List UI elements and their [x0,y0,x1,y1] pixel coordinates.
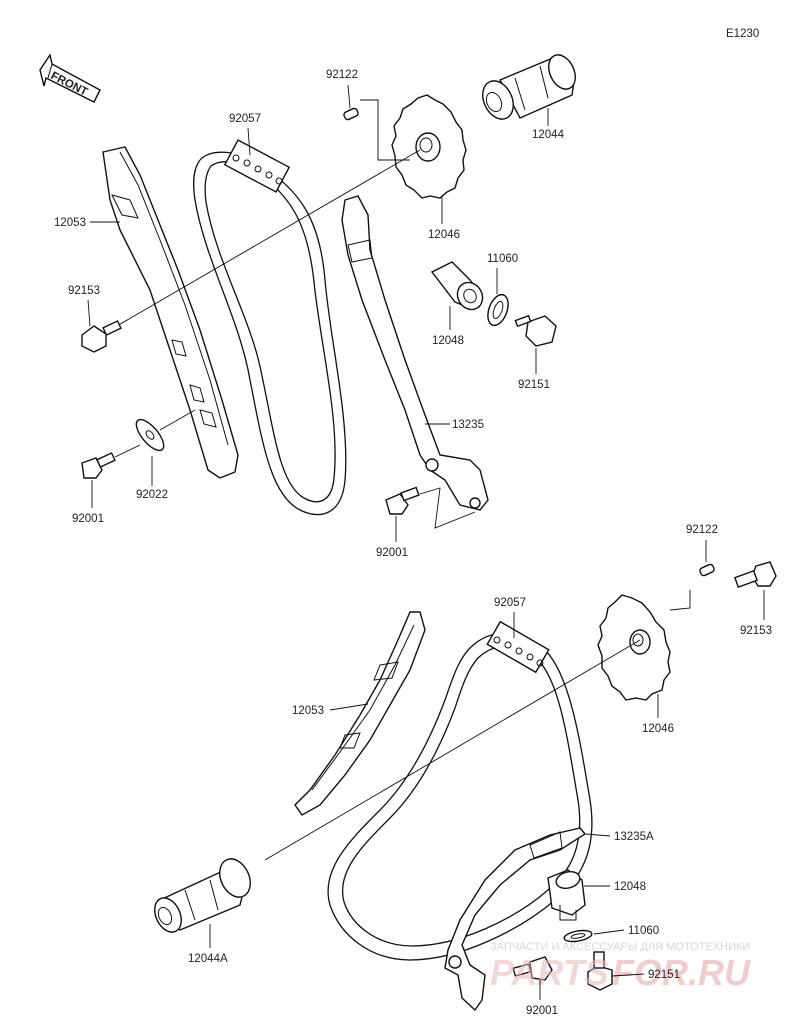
callout-label-12044A: 12044A [188,953,228,965]
callout-label-92001: 92001 [376,547,408,559]
watermark-brand-left: PARTS [490,952,609,993]
watermark-brand-right: FOR.RU [612,952,751,993]
watermark: ЗАПЧАСТИ И АКСЕССУАРЫ ДЛЯ МОТОТЕХНИКИ PA… [490,941,751,993]
callout-label-11060: 11060 [487,253,518,265]
callout-label-92057: 92057 [229,113,261,125]
callout-label-92122: 92122 [686,524,718,536]
callout-leader-92153 [87,299,91,327]
chain-links-bottom [486,620,550,674]
callout-leader-92057 [247,127,251,156]
callouts-top: 92122 12044 92057 12053 12046 11060 92153 12048… [54,69,565,559]
callout-leader-13235A [584,833,611,837]
dowel-pin-92122-bottom [699,563,715,577]
camshaft-12044A-bottom [154,858,251,933]
washer-92022 [135,418,165,452]
cam-sprocket-12046-top [391,94,467,199]
cam-chain-92057-top [193,139,347,516]
callouts-bottom: 92122 92057 92153 12053 12046 13235A 12048 1106… [188,524,772,1017]
callout-leader-12053 [329,703,369,711]
callout-label-92153: 92153 [68,285,100,297]
callout-leader-11060 [593,929,625,935]
callout-label-13235: 13235 [452,419,484,431]
callout-label-92001: 92001 [526,1005,558,1017]
axis-line-bottom [264,639,641,861]
callout-label-12053: 12053 [292,705,324,717]
bolt-92153-bottom [733,561,777,589]
callout-label-12046: 12046 [642,723,674,735]
callout-label-12048: 12048 [614,881,646,893]
gasket-11060-top [487,293,509,327]
bolt-92001-leader-a [114,444,141,458]
callout-label-12053: 12053 [54,217,86,229]
bolt-92001-bottom [512,956,553,981]
gasket-11060-bottom [563,929,593,943]
bolt-92001-top-center [385,486,420,515]
axis-line-top [109,149,421,331]
bolt-92151-top [514,314,557,347]
chain-links-top [223,139,291,193]
front-arrow-icon: FRONT [39,53,101,103]
camshaft-12044-top [482,54,576,120]
callout-leader-92151 [611,973,645,977]
bolt-92151-bottom [587,951,613,991]
chain-tensioner-12048-bottom [547,869,586,921]
pin-leader-bottom [669,590,691,611]
pin-leader-top [360,99,410,161]
cam-sprocket-12046-bottom [597,594,671,701]
callout-label-11060: 11060 [628,925,659,937]
chain-tensioner-12048-top [430,261,484,311]
chain-guide-12053-top [102,146,239,479]
cam-chain-92057-bottom [327,620,593,961]
bolt-92153-top [81,320,122,353]
callout-leader-92122 [347,84,351,109]
callout-label-12046: 12046 [428,229,460,241]
callout-label-92057: 92057 [494,597,526,609]
bolt-92001-top-left [81,452,116,479]
chain-guide-12053-bottom [294,611,426,816]
tensioner-guide-13235A-bottom [444,827,587,1012]
callout-label-92151: 92151 [518,379,550,391]
diagram-code: E1230 [726,28,759,40]
bolt-92001-leader-b [419,487,476,529]
dowel-pin-92122-top [343,107,359,121]
callout-label-92151: 92151 [648,969,680,981]
callout-label-12048: 12048 [432,335,464,347]
tensioner-guide-13235-top [341,195,489,511]
callout-label-92122: 92122 [326,69,358,81]
washer-leader [159,409,196,431]
callout-label-13235A: 13235A [614,831,654,843]
watermark-tagline: ЗАПЧАСТИ И АКСЕССУАРЫ ДЛЯ МОТОТЕХНИКИ [490,941,750,953]
callout-label-92001: 92001 [72,513,104,525]
callout-label-12044: 12044 [532,129,565,141]
callout-label-92153: 92153 [740,625,772,637]
callout-label-92022: 92022 [136,489,168,501]
